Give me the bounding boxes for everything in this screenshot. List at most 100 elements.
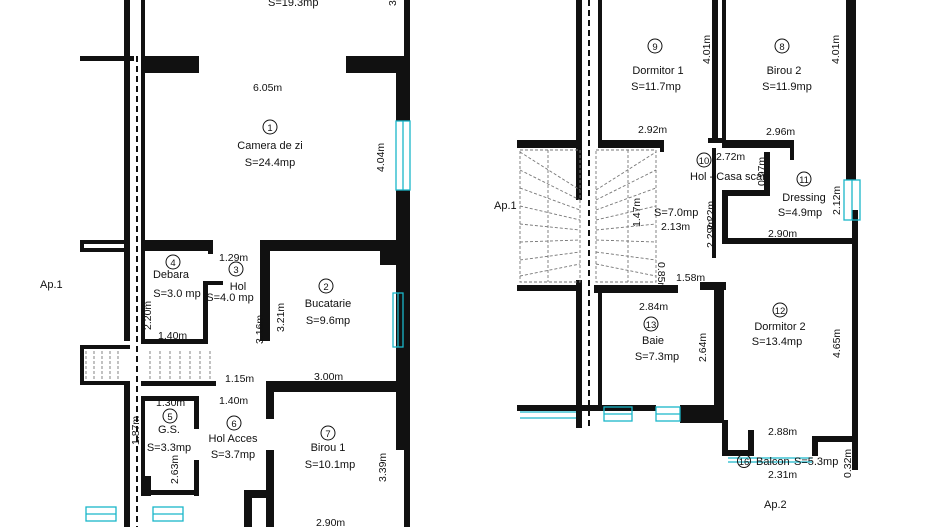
wall	[141, 240, 213, 251]
dimension-label: 2.92m	[638, 124, 667, 136]
wall	[852, 436, 858, 470]
wall	[260, 251, 270, 341]
dimension-label: 2.29m	[705, 219, 717, 248]
wall	[380, 251, 396, 265]
wall	[576, 280, 582, 428]
room-number: 5	[167, 412, 172, 423]
room-name: Camera de zi	[237, 140, 302, 152]
room-number: 8	[779, 42, 784, 53]
room-name: Balcon	[756, 456, 790, 468]
room-number-badge	[647, 38, 663, 54]
dimension-label: 4.04m	[375, 143, 387, 172]
wall	[194, 460, 199, 496]
room-area: S=11.9mp	[762, 81, 812, 93]
wall	[244, 490, 274, 498]
dimension-label: 2.12m	[831, 186, 843, 215]
room-name: Birou 2	[767, 65, 802, 77]
room-area: S=3.7mp	[211, 449, 255, 461]
dimension-label: 4.01m	[701, 35, 713, 64]
wall	[714, 282, 724, 422]
room-area: S=4.0 mp	[206, 292, 253, 304]
wall	[80, 345, 130, 349]
wall	[708, 138, 726, 143]
room-number: 1	[267, 123, 272, 134]
wall	[346, 56, 410, 73]
room-number: 4	[170, 258, 175, 269]
wall	[141, 476, 151, 496]
dimension-label: 1.29m	[219, 252, 248, 264]
dimension-label: 2.88m	[768, 426, 797, 438]
wall	[208, 240, 213, 254]
dimension-label: 1.47m	[631, 198, 643, 227]
wall	[266, 381, 274, 419]
dimension-label: 3.16m	[254, 315, 266, 344]
wall	[722, 190, 728, 242]
room-number-badge	[737, 454, 751, 468]
room-number-badge	[796, 171, 812, 187]
dimension-label: 1.87m	[130, 416, 142, 445]
left-plan	[80, 0, 411, 527]
room-area: S=3.3mp	[147, 442, 191, 454]
room-number-badge	[226, 415, 242, 431]
wall	[598, 140, 664, 148]
dimension-label: 0.97m	[756, 157, 768, 186]
wall	[80, 345, 84, 385]
wall	[517, 285, 582, 291]
wall	[598, 0, 602, 140]
wall	[124, 0, 130, 56]
room-area: S=5.3mp	[794, 456, 838, 468]
wall	[270, 381, 396, 392]
dimension-label: 3.39m	[377, 453, 389, 482]
room-name: Hol Acces	[209, 433, 258, 445]
dimension-label: 2.64m	[697, 333, 709, 362]
room-name: Bucatarie	[305, 298, 351, 310]
wall	[124, 61, 130, 341]
wall	[660, 140, 664, 152]
area-label: S=19.3mp	[268, 0, 318, 9]
room-number-badge	[318, 278, 334, 294]
room-number-badge	[696, 152, 712, 168]
wall	[141, 381, 216, 386]
wall	[260, 240, 396, 251]
wall	[598, 405, 656, 411]
wall	[700, 282, 726, 290]
wall	[80, 381, 130, 385]
room-area: S=10.1mp	[305, 459, 355, 471]
dimension-label: 4.65m	[831, 329, 843, 358]
wall	[722, 450, 754, 456]
room-name: Hol	[230, 281, 247, 293]
dimension-label: 1.15m	[225, 373, 254, 385]
wall	[404, 0, 410, 56]
stair-hatch	[519, 149, 657, 283]
wall	[141, 339, 208, 344]
dimension-label: 2.13m	[661, 221, 690, 233]
dimension-label: 2.90m	[768, 228, 797, 240]
room-number: 16	[739, 457, 750, 468]
wall	[517, 405, 602, 411]
wall	[80, 240, 130, 244]
room-number: 3	[233, 265, 238, 276]
wall	[517, 140, 582, 148]
wall	[80, 248, 130, 252]
right-plan	[517, 0, 861, 470]
wall	[712, 148, 716, 258]
dimension-label: 1.40m	[219, 395, 248, 407]
room-number-badge	[774, 38, 790, 54]
wall	[203, 281, 223, 285]
room-number-badge	[643, 316, 659, 332]
wall	[812, 436, 858, 442]
room-number: 6	[231, 419, 236, 430]
wall	[576, 148, 582, 200]
room-name: Hol - Casa scarii	[690, 171, 771, 183]
dimension-label: 6.05m	[253, 82, 282, 94]
wall	[141, 490, 199, 495]
room-name: Baie	[642, 335, 664, 347]
room-number-badge	[320, 425, 336, 441]
wall	[812, 436, 818, 456]
dimension-label: 1.30m	[156, 397, 185, 409]
wall	[80, 240, 84, 252]
dimension-label: 0.85m	[655, 262, 667, 291]
room-area: S=7.3mp	[635, 351, 679, 363]
wall	[203, 281, 208, 343]
